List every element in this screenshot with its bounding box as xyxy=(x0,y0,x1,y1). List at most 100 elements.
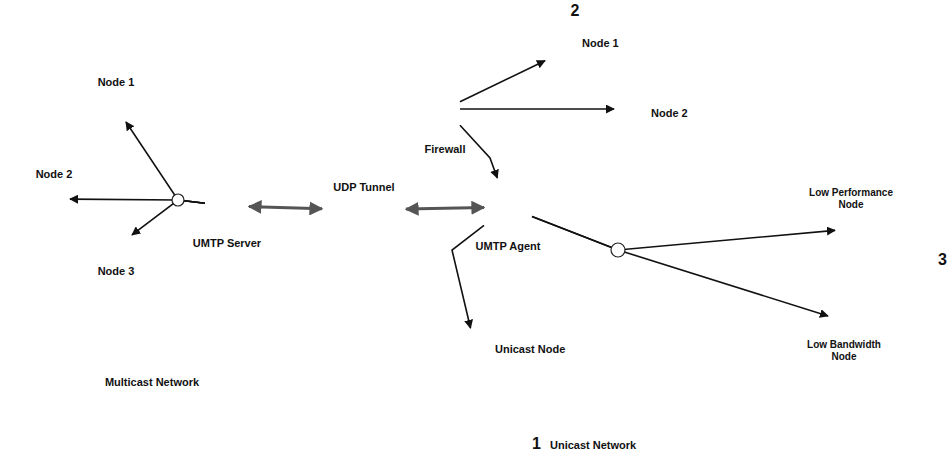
node-label: UMTP Agent xyxy=(476,240,541,253)
computer-node: Node 1 xyxy=(545,38,577,68)
icon-part xyxy=(511,212,524,217)
tunnel-link xyxy=(406,208,484,210)
icon-part xyxy=(51,202,57,205)
pc-shape xyxy=(614,94,646,124)
flow-arrow xyxy=(460,108,614,110)
pc-shape xyxy=(828,306,860,336)
icon-part xyxy=(489,224,502,229)
icon-part xyxy=(40,207,68,213)
computer-node: Node 1 xyxy=(100,92,132,122)
icon-part xyxy=(207,180,224,232)
pc-shape xyxy=(835,214,867,244)
firewall-node: Firewall xyxy=(430,78,460,140)
icon-part xyxy=(210,208,221,213)
icon-part xyxy=(108,236,124,247)
node-label: Node 2 xyxy=(651,107,688,120)
icon-part xyxy=(46,188,62,199)
icon-part xyxy=(466,332,482,343)
icon-part xyxy=(622,98,638,109)
icon-part xyxy=(108,96,124,107)
computer-node: Unicast Node xyxy=(458,328,490,358)
icon-part xyxy=(436,78,456,140)
icon-part xyxy=(102,255,130,261)
ellipse-shape xyxy=(410,20,740,330)
flow-arrow xyxy=(126,122,205,203)
icon-part xyxy=(616,117,644,123)
tunnel-link xyxy=(249,207,322,209)
icon-part xyxy=(489,200,502,205)
icon-part xyxy=(113,250,119,253)
flow-arrow xyxy=(460,125,497,178)
icon-part xyxy=(463,329,485,346)
icon-part xyxy=(619,95,641,112)
region-number: 1 xyxy=(532,436,541,452)
pc-shape xyxy=(38,184,70,214)
server-node: UMTP Server xyxy=(205,178,249,234)
icon-part xyxy=(322,199,406,221)
icon-part xyxy=(489,192,502,197)
icon-part xyxy=(436,120,456,126)
tunnel-pipe: UDP Tunnel xyxy=(322,199,406,221)
icon-part xyxy=(527,187,531,234)
icon-part xyxy=(224,183,228,232)
icon-part xyxy=(243,187,247,232)
node-label: UDP Tunnel xyxy=(333,181,394,194)
icon-part xyxy=(226,184,243,232)
icon-part xyxy=(848,232,854,235)
icon-part xyxy=(210,216,221,221)
pc-shape xyxy=(100,92,132,122)
icon-part xyxy=(436,85,456,91)
node-label: Unicast Network xyxy=(550,439,636,452)
icon-part xyxy=(489,216,502,221)
icon-part xyxy=(229,188,240,193)
icon-part xyxy=(430,82,436,140)
icon-part xyxy=(229,220,240,225)
node-label: Node 1 xyxy=(582,37,619,50)
icon-part xyxy=(840,215,862,232)
icon-part xyxy=(229,212,240,217)
flow-arrow xyxy=(532,216,835,250)
icon-part xyxy=(486,180,505,234)
icon-part xyxy=(210,184,221,189)
region-number: 3 xyxy=(938,252,947,268)
pc-shape xyxy=(545,38,577,68)
node-label: Low Bandwidth Node xyxy=(799,339,889,363)
icon-part xyxy=(43,185,65,202)
icon-part xyxy=(837,237,865,243)
icon-part xyxy=(550,39,572,56)
icon-part xyxy=(841,324,847,327)
icon-part xyxy=(511,196,524,201)
icon-part xyxy=(436,106,456,112)
pc-shape xyxy=(458,328,490,358)
icon-part xyxy=(460,351,488,357)
icon-part xyxy=(508,184,527,234)
network-region: 2 xyxy=(410,20,740,330)
icon-part xyxy=(553,42,569,53)
node-label: Node 3 xyxy=(98,265,135,278)
network-region: 1Unicast Network xyxy=(380,165,700,435)
icon-part xyxy=(489,208,502,213)
icon-part xyxy=(210,200,221,205)
agent-shape xyxy=(484,178,532,236)
icon-part xyxy=(229,196,240,201)
icon-part xyxy=(102,115,130,121)
icon-part xyxy=(411,21,739,329)
computer-node: Node 3 xyxy=(100,232,132,262)
ellipse-shape xyxy=(565,105,935,419)
icon-part xyxy=(836,310,852,321)
multicast-hub xyxy=(611,243,625,257)
server-shape xyxy=(205,178,249,234)
multicast-hub xyxy=(172,194,184,206)
firewall-shape xyxy=(430,78,460,140)
icon-part xyxy=(105,93,127,110)
cloud-shape xyxy=(4,14,300,360)
icon-part xyxy=(229,204,240,209)
node-label: Firewall xyxy=(425,143,466,156)
node-label: UMTP Server xyxy=(193,237,261,250)
computer-node: Low Bandwidth Node xyxy=(828,306,860,336)
network-region: 3 xyxy=(565,105,935,419)
icon-part xyxy=(436,127,456,133)
node-label: Unicast Node xyxy=(495,343,565,356)
icon-part xyxy=(511,204,524,209)
region-number: 2 xyxy=(571,3,580,19)
